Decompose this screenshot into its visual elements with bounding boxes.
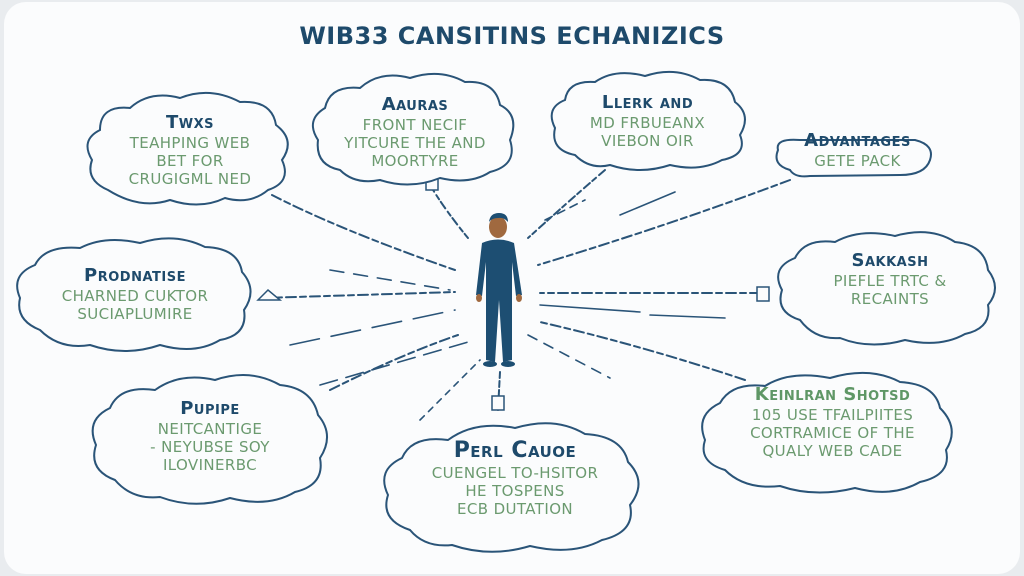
bubble-line: FRONT NECIF: [362, 115, 468, 134]
bubble-line: CHARNED CUKTOR: [61, 286, 209, 305]
bubble-keinlran: [701, 371, 953, 494]
bubble-line: CUENGEL TO-HSITOR: [431, 464, 599, 483]
bubble-heading: Prodnatise: [84, 265, 186, 286]
connector-tag-icon: [756, 286, 770, 302]
bubble-line: RECAINTS: [850, 289, 930, 308]
bubble-line: SUCIAPLUMIRE: [77, 304, 193, 323]
bubble-heading: Keinlran Shotsd: [754, 384, 911, 405]
bubble-line: BET FOR: [156, 151, 224, 170]
bubble-line: QUALY WEB CADE: [762, 441, 903, 460]
bubble-perl-cauoe: [383, 422, 640, 553]
bubble-line: VIEBON OIR: [601, 131, 694, 150]
connector-twxs: [271, 194, 456, 271]
bubble-line: PIEFLE TRTC &: [833, 271, 947, 290]
person-silhouette-icon: [476, 213, 522, 367]
bubble-heading: Llerk and: [601, 92, 694, 113]
bubble-heading: Pupipe: [180, 398, 240, 419]
bubble-twxs: [86, 91, 289, 206]
bubble-line: MOORTYRE: [371, 151, 459, 170]
bubble-heading: Twxs: [165, 112, 214, 133]
connector-prodnatise: [261, 291, 456, 299]
bubble-twxs-text: Twxs TEAHPING WEB BET FOR CRUGIGML NED: [95, 112, 285, 188]
bubble-line: CRUGIGML NED: [128, 169, 252, 188]
bubble-line: ECB DUTATION: [456, 500, 574, 519]
bubble-line: YITCURE THE AND: [344, 133, 486, 152]
bubble-heading: Sakkash: [851, 250, 929, 271]
page-title: WIB33 CANSITINS ECHANIZICS: [299, 22, 725, 50]
bubble-line: GETE PACK: [814, 151, 901, 170]
bubble-line: 105 USE TFAILPIITES: [751, 405, 914, 424]
bubble-line: TEAHPING WEB: [129, 133, 251, 152]
connector-pupipe: [329, 334, 459, 391]
connector-tag-icon: [491, 395, 505, 411]
bubble-heading: Perl Cauoe: [453, 438, 577, 463]
bubble-prodnatise: [16, 237, 252, 352]
connector-aauras: [429, 184, 469, 239]
bubble-prodnatise-text: Prodnatise CHARNED CUKTOR SUCIAPLUMIRE: [25, 265, 245, 323]
bubble-sakkash: [777, 231, 996, 346]
bubble-perl-text: Perl Cauoe CUENGEL TO-HSITOR HE TOSPENS …: [400, 438, 630, 518]
bubble-aauras-text: Aauras FRONT NECIF YITCURE THE AND MOORT…: [315, 94, 515, 170]
bubble-line: NEITCANTIGE: [157, 419, 263, 438]
connector-keinlran: [539, 321, 746, 381]
connector-advantages: [537, 179, 791, 266]
bubble-line: HE TOSPENS: [465, 482, 565, 501]
bubble-sakkash-text: Sakkash PIEFLE TRTC & RECAINTS: [790, 250, 990, 308]
bubble-pupipe: [91, 374, 328, 505]
bubble-line: MD FRBUEANX: [589, 113, 706, 132]
bubble-pupipe-text: Pupipe NEITCANTIGE - NEYUBSE SOY ILOVINE…: [105, 398, 315, 474]
bubble-line: CORTRAMICE OF THE: [750, 423, 915, 442]
motion-line: [619, 191, 676, 216]
bubble-heading: Aauras: [381, 94, 449, 115]
bubble-aauras: [311, 72, 515, 186]
bubble-advantages: [775, 138, 932, 178]
bubble-llerk-text: Llerk and MD FRBUEANX VIEBON OIR: [555, 92, 740, 150]
bubble-advantages-text: Advantages GETE PACK: [785, 130, 930, 170]
bubble-keinlran-text: Keinlran Shotsd 105 USE TFAILPIITES CORT…: [715, 384, 950, 460]
connector-llerk: [527, 169, 606, 239]
bubble-line: - NEYUBSE SOY: [150, 437, 270, 456]
connector-tag-icon: [256, 288, 283, 301]
bubble-heading: Advantages: [804, 130, 911, 151]
bubble-line: ILOVINERBC: [162, 455, 258, 474]
bubble-llerk: [550, 70, 746, 171]
